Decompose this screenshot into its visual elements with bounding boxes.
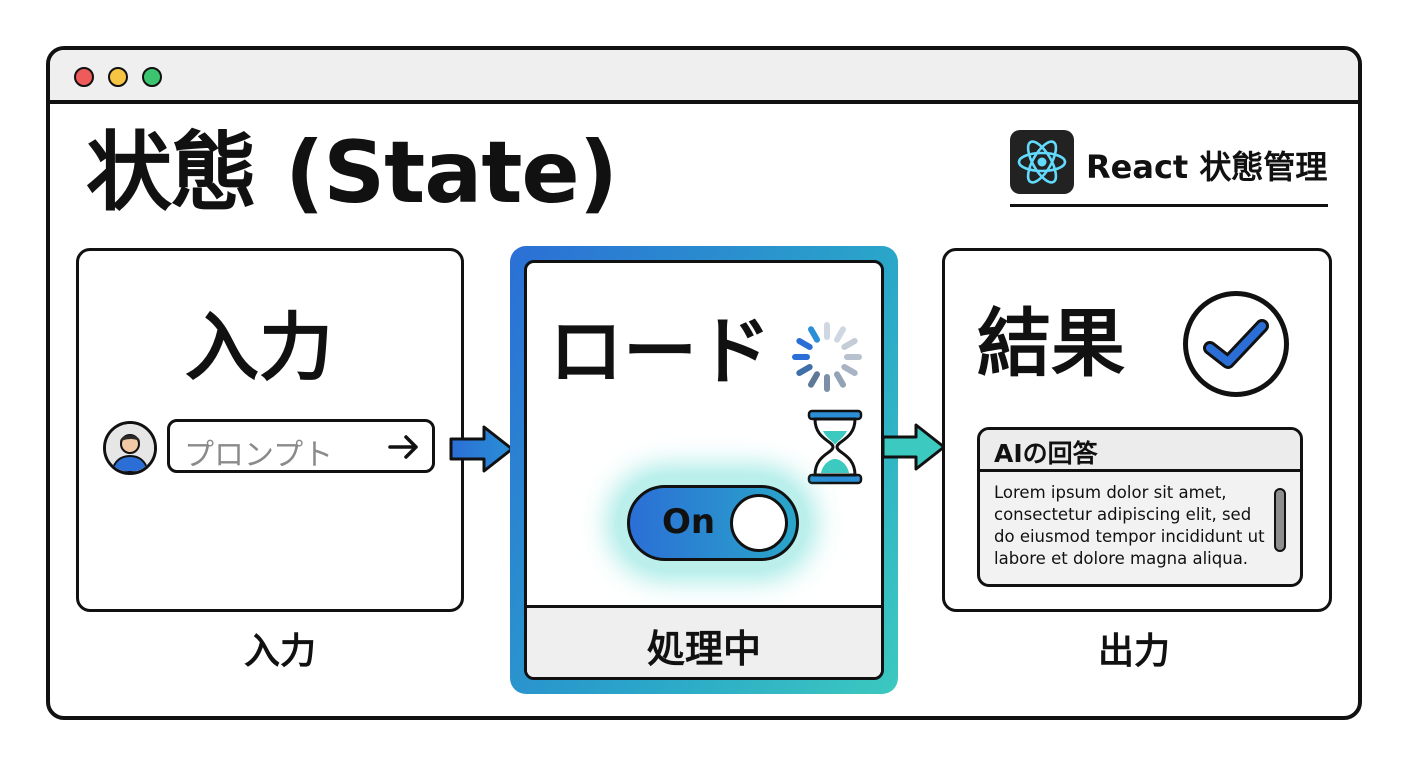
ai-answer-header: AIの回答 [980,430,1300,472]
input-heading: 入力 [185,305,333,391]
brand-underline [1010,204,1328,207]
maximize-window-icon[interactable] [142,67,162,87]
result-heading: 結果 [977,301,1125,387]
ai-answer-text: Lorem ipsum dolor sit amet, consectetur … [994,483,1265,568]
arrow-right-icon[interactable] [388,434,420,460]
flow-arrow-right-icon [449,425,514,473]
input-panel: 入力 プロンプト [76,248,464,612]
load-panel: ロード [510,246,898,694]
hourglass-icon [807,409,863,485]
input-caption: 入力 [244,631,317,672]
user-avatar-icon [103,421,157,475]
result-caption: 出力 [1098,631,1171,672]
spinner-icon [792,322,862,392]
avatar-svg [106,424,154,472]
prompt-placeholder: プロンプト [184,438,334,473]
close-window-icon[interactable] [74,67,94,87]
load-footer-label: 処理中 [646,627,761,671]
checkmark-icon [1183,291,1289,397]
minimize-window-icon[interactable] [108,67,128,87]
page-title: 状態 (State) [86,123,618,223]
load-panel-inner: ロード [524,260,884,680]
react-atom-svg [1017,140,1067,184]
result-panel: 結果 AIの回答 Lorem ipsum dolor sit amet, con… [942,248,1332,612]
brand-label: React 状態管理 [1086,148,1328,186]
load-footer: 処理中 [527,605,881,677]
window-titlebar [50,50,1358,104]
load-toggle-switch[interactable]: On [627,485,799,561]
prompt-input[interactable]: プロンプト [167,419,435,473]
ai-answer-box[interactable]: AIの回答 Lorem ipsum dolor sit amet, consec… [977,427,1303,587]
brand-header: React 状態管理 [1010,128,1328,208]
checkmark-svg [1203,319,1269,369]
answer-scrollbar[interactable] [1274,488,1286,552]
flow-arrow-right-icon-2 [881,423,946,471]
ai-answer-title: AIの回答 [994,439,1098,468]
toggle-label: On [662,502,716,542]
load-heading: ロード [549,309,771,395]
toggle-knob[interactable] [730,494,788,552]
react-atom-icon [1010,130,1074,194]
